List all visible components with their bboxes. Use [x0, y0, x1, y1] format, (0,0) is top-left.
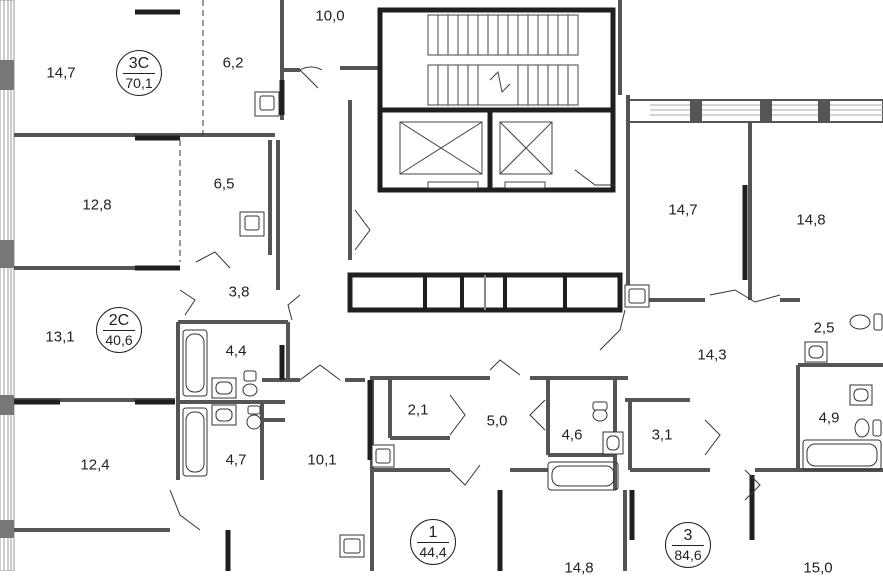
dashed-partitions — [179, 0, 204, 262]
apartment-badge: 1 44,4 — [410, 519, 456, 565]
room-area-label: 12,8 — [82, 196, 112, 214]
apartment-number: 3 — [683, 527, 693, 544]
room-area-label: 13,1 — [45, 328, 75, 346]
room-area-label: 14,8 — [564, 559, 594, 577]
room-area-label: 15,0 — [803, 559, 833, 577]
doors — [169, 66, 781, 531]
badge-divider — [672, 545, 704, 546]
badge-divider — [417, 542, 449, 543]
apartment-badge: 3 84,6 — [665, 522, 711, 568]
stair-core — [377, 7, 616, 193]
room-area-label: 4,7 — [225, 451, 247, 469]
room-area-label: 3,1 — [651, 426, 673, 444]
room-area-label: 12,4 — [80, 456, 110, 474]
room-area-label: 3,8 — [228, 283, 250, 301]
apartment-badge: 3С 70,1 — [116, 50, 162, 96]
room-area-label: 6,2 — [222, 54, 244, 72]
apartment-area: 70,1 — [125, 75, 153, 91]
room-area-label: 4,6 — [561, 426, 583, 444]
room-area-label: 4,9 — [818, 409, 840, 427]
fixtures — [211, 91, 883, 558]
room-area-label: 2,1 — [407, 401, 429, 419]
room-area-label: 10,0 — [315, 7, 345, 25]
bathtubs — [182, 329, 882, 491]
room-area-label: 14,3 — [697, 346, 727, 364]
apartment-area: 84,6 — [674, 547, 702, 563]
apartment-badge: 2С 40,6 — [96, 307, 142, 353]
left-facade — [0, 0, 15, 571]
room-area-label: 6,5 — [213, 175, 235, 193]
dark-walls — [14, 9, 755, 571]
room-area-label: 14,7 — [46, 64, 76, 82]
top-facade — [627, 99, 883, 123]
apartment-area: 44,4 — [419, 544, 447, 560]
badge-divider — [103, 330, 135, 331]
room-area-label: 14,7 — [668, 201, 698, 219]
room-area-label: 10,1 — [307, 451, 337, 469]
apartment-number: 2С — [108, 312, 130, 329]
apartment-number: 1 — [428, 524, 438, 541]
shaft-row — [347, 272, 623, 313]
room-area-label: 14,8 — [796, 211, 826, 229]
badge-divider — [123, 73, 155, 74]
apartment-number: 3С — [128, 55, 150, 72]
room-area-label: 5,0 — [486, 412, 508, 430]
room-area-label: 4,4 — [225, 342, 247, 360]
apartment-area: 40,6 — [105, 332, 133, 348]
room-area-label: 2,5 — [813, 319, 835, 337]
